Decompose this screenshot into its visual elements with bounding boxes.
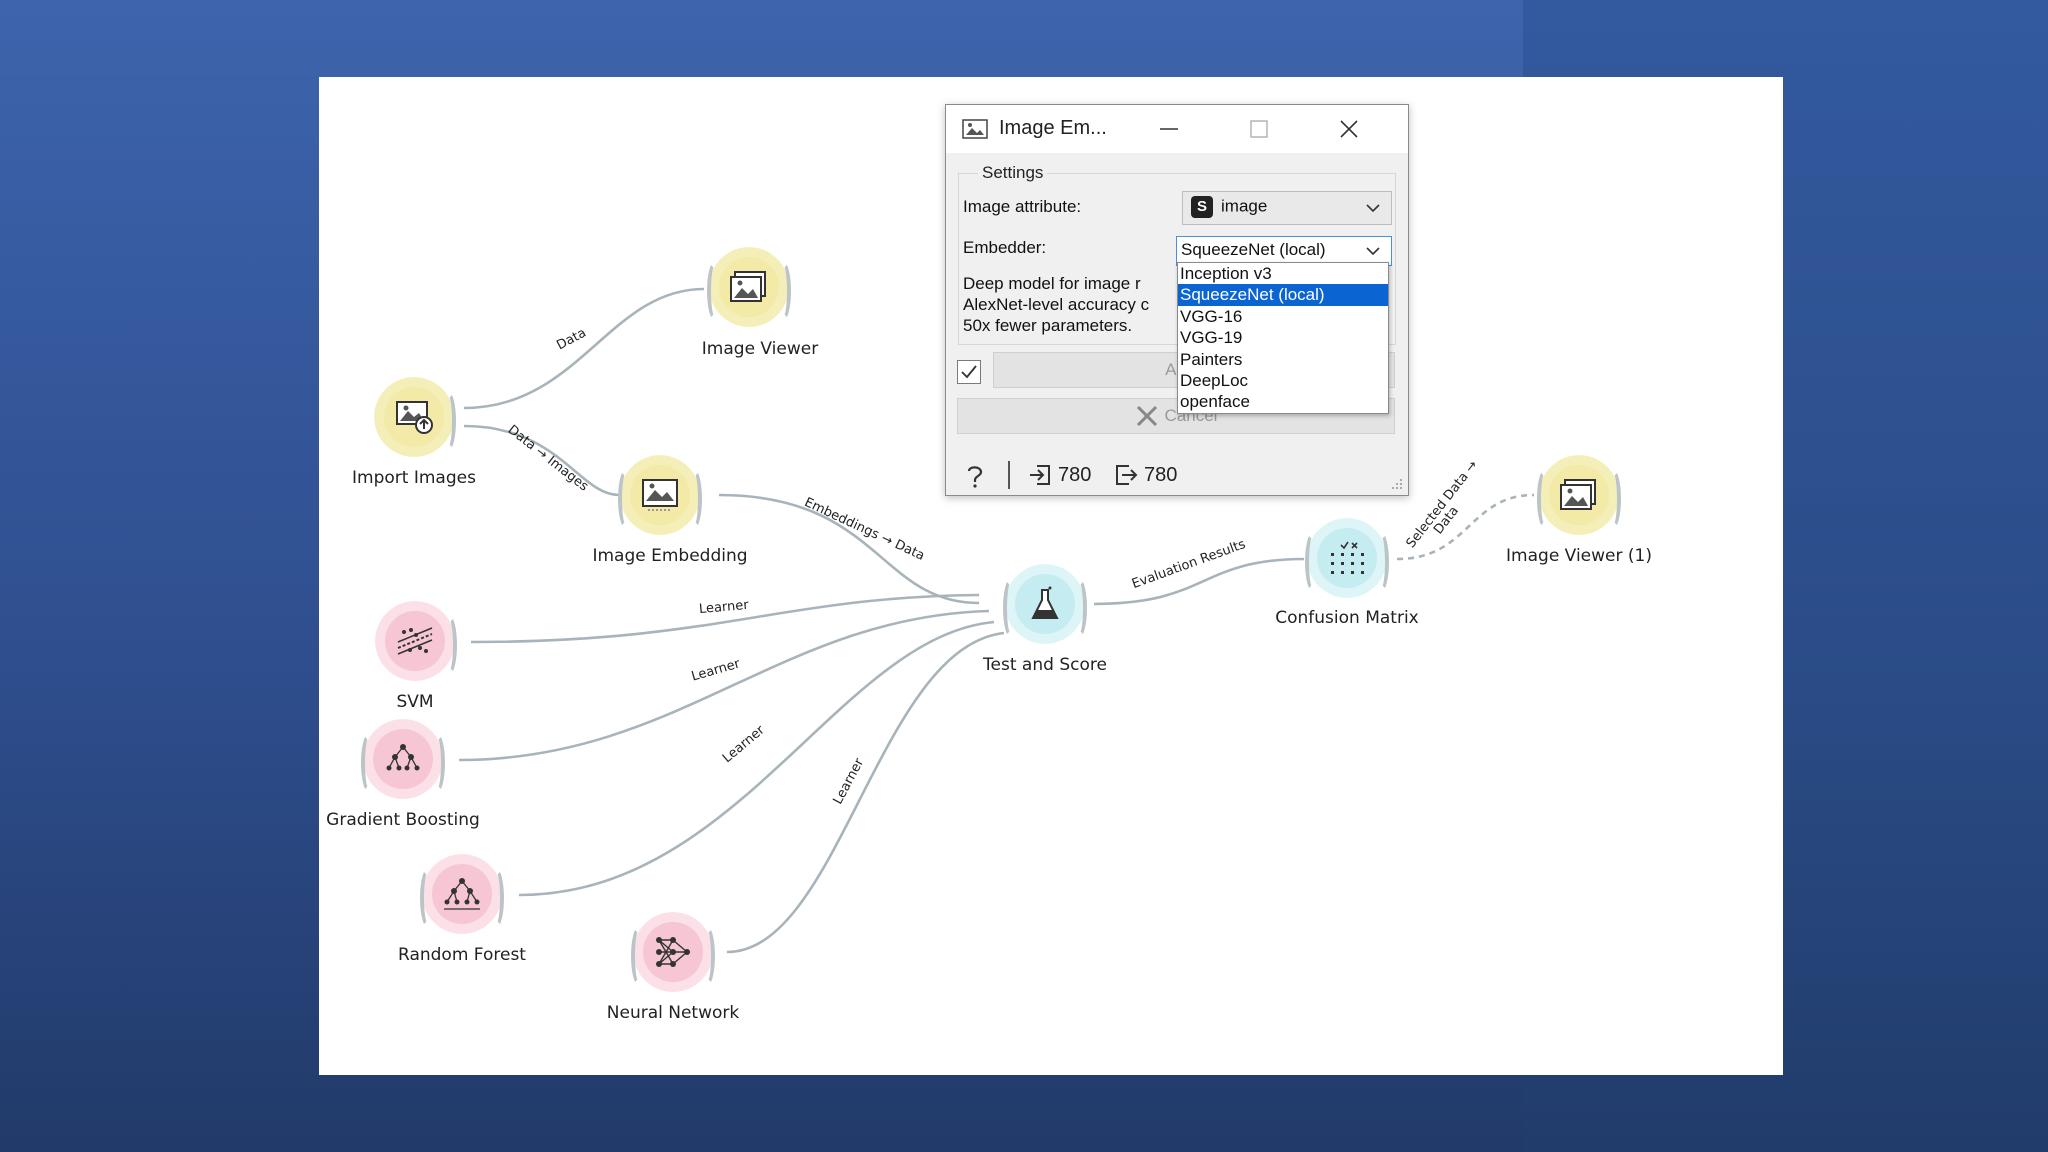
link-test-confusion[interactable]: [1093, 557, 1305, 606]
image-embedding-icon: [642, 479, 678, 511]
svm-icon: [397, 627, 433, 655]
node-label-gradient-boosting: Gradient Boosting: [326, 810, 480, 830]
close-button[interactable]: [1326, 105, 1372, 153]
link-embedding-test[interactable]: [718, 493, 980, 605]
minimize-icon: [1160, 128, 1178, 130]
node-test-and-score[interactable]: [1003, 564, 1087, 644]
cancel-icon: [1136, 405, 1157, 427]
node-gradient-boosting[interactable]: [361, 719, 445, 799]
node-svm[interactable]: [375, 601, 457, 681]
input-count-value: 780: [1058, 463, 1092, 486]
embedder-label: Embedder:: [963, 238, 1047, 257]
dropdown-option-selected[interactable]: SqueezeNet (local): [1178, 284, 1388, 306]
settings-label: Settings: [978, 163, 1048, 183]
links-layer: [458, 287, 1535, 954]
node-label-confusion-matrix: Confusion Matrix: [1275, 608, 1419, 628]
dropdown-option[interactable]: Inception v3: [1180, 264, 1272, 283]
auto-apply-checkbox[interactable]: [957, 360, 981, 384]
checkmark-icon: [961, 365, 977, 379]
string-type-badge: S: [1191, 196, 1213, 218]
minimize-button[interactable]: [1146, 105, 1192, 153]
gradient-boosting-icon: [386, 744, 420, 771]
link-svm-test[interactable]: [470, 593, 980, 644]
output-count: 780: [1114, 463, 1177, 487]
node-import-images[interactable]: [374, 377, 456, 457]
image-attribute-label: Image attribute:: [963, 197, 1082, 216]
node-random-forest[interactable]: [420, 854, 504, 934]
node-image-viewer-1[interactable]: [1537, 455, 1621, 535]
description-line-2: AlexNet-level accuracy c: [963, 295, 1150, 314]
node-image-viewer[interactable]: [707, 247, 791, 327]
node-label-neural-network: Neural Network: [606, 1003, 740, 1023]
node-label-image-embedding: Image Embedding: [592, 546, 748, 566]
status-separator: [1008, 461, 1010, 489]
maximize-icon: [1250, 120, 1268, 138]
description-line-1: Deep model for image r: [963, 274, 1141, 293]
image-viewer-1-icon: [1560, 479, 1596, 510]
help-icon: [967, 466, 983, 488]
node-confusion-matrix[interactable]: [1305, 518, 1389, 598]
node-label-import-images: Import Images: [352, 468, 476, 488]
output-count-value: 780: [1144, 463, 1178, 486]
random-forest-icon: [444, 878, 480, 910]
import-images-icon: [396, 401, 433, 434]
embedder-dropdown-list[interactable]: Inception v3 SqueezeNet (local) VGG-16 V…: [1177, 262, 1389, 414]
input-count: 780: [1028, 463, 1091, 487]
maximize-button[interactable]: [1236, 105, 1282, 153]
node-label-svm: SVM: [396, 692, 434, 712]
node-label-random-forest: Random Forest: [398, 945, 526, 965]
link-rf-test[interactable]: [518, 620, 995, 897]
link-nn-test[interactable]: [726, 631, 1005, 954]
dropdown-option[interactable]: openface: [1180, 392, 1250, 412]
node-label-test-and-score: Test and Score: [983, 655, 1107, 675]
node-neural-network[interactable]: [631, 912, 715, 992]
chevron-down-icon: [1366, 204, 1380, 213]
flask-icon: [1031, 586, 1059, 619]
input-icon: [1030, 465, 1050, 485]
chevron-down-icon: [1366, 247, 1380, 256]
image-attribute-value: image: [1221, 196, 1268, 216]
node-label-image-viewer: Image Viewer: [701, 339, 819, 359]
description-line-3: 50x fewer parameters.: [963, 316, 1133, 335]
link-confusion-viewer1[interactable]: [1396, 493, 1535, 561]
dropdown-option[interactable]: DeepLoc: [1180, 370, 1249, 390]
dropdown-option[interactable]: Painters: [1180, 349, 1243, 369]
confusion-matrix-icon: [1331, 541, 1364, 574]
resize-grip-icon[interactable]: [1390, 477, 1404, 491]
image-icon: [962, 119, 988, 139]
dropdown-option[interactable]: VGG-16: [1180, 306, 1243, 326]
dialog-title: Image Em...: [999, 117, 1107, 139]
image-viewer-icon: [730, 271, 766, 302]
dropdown-option[interactable]: VGG-19: [1180, 328, 1243, 348]
help-button[interactable]: [964, 463, 986, 494]
link-import-embedding[interactable]: [463, 424, 620, 497]
output-icon: [1116, 465, 1138, 485]
link-import-viewer[interactable]: [463, 287, 705, 410]
embedder-value: SqueezeNet (local): [1181, 240, 1326, 259]
dialog-titlebar[interactable]: Image Em...: [946, 105, 1408, 153]
embedder-description: Deep model for image r AlexNet-level acc…: [963, 273, 1149, 336]
close-icon: [1340, 120, 1358, 138]
neural-network-icon: [656, 937, 690, 967]
link-gb-test[interactable]: [458, 609, 990, 762]
node-image-embedding[interactable]: [618, 455, 702, 535]
node-label-image-viewer-1: Image Viewer (1): [1506, 546, 1652, 566]
